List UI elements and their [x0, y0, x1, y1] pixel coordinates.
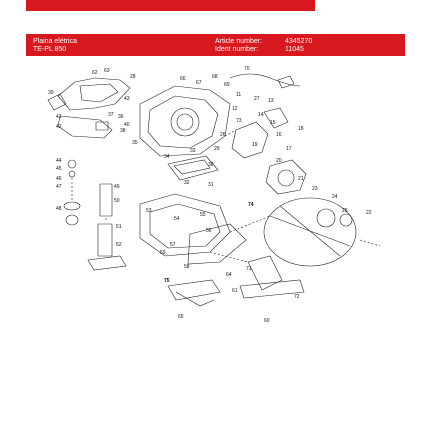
- part-label: 35: [132, 140, 138, 146]
- part-label: 28: [130, 74, 136, 80]
- part-label: 68: [212, 74, 218, 80]
- part-label: 66: [180, 76, 186, 82]
- part-label: 34: [164, 154, 170, 160]
- part-label: 44: [56, 158, 62, 164]
- part-label: 53: [146, 208, 152, 214]
- part-label: 56: [206, 228, 212, 234]
- part-label: 64: [226, 272, 232, 278]
- header-left: Plaina elétrica TE-PL 850: [33, 38, 77, 54]
- part-label: 50: [114, 198, 120, 204]
- part-label: 13: [268, 98, 274, 104]
- part-label: 38: [120, 128, 126, 134]
- part-label: 75: [164, 278, 170, 284]
- part-label: 41: [56, 114, 62, 120]
- part-label: 39: [48, 90, 54, 96]
- part-label: 37: [108, 112, 114, 118]
- part-label: 43: [124, 96, 130, 102]
- part-label: 69: [224, 82, 230, 88]
- part-label: 14: [258, 112, 264, 118]
- part-label: 55: [200, 212, 206, 218]
- part-label: 32: [184, 180, 190, 186]
- part-label: 23: [312, 186, 318, 192]
- header-right: Article number: 4345270 Ident number: 11…: [215, 38, 312, 54]
- part-label: 27: [254, 96, 260, 102]
- product-name: Plaina elétrica: [33, 38, 77, 45]
- part-label: 49: [114, 184, 120, 190]
- part-label: 47: [56, 184, 62, 190]
- part-label: 60: [264, 318, 270, 324]
- part-label: 67: [196, 80, 202, 86]
- part-label: 70: [244, 66, 250, 72]
- part-label: 11: [236, 92, 241, 98]
- part-label: 18: [298, 126, 304, 132]
- part-label: 61: [232, 288, 238, 294]
- part-label: 42: [56, 124, 62, 130]
- part-label: 33: [190, 148, 196, 154]
- article-row: Article number: 4345270: [215, 38, 312, 46]
- part-label: 51: [116, 224, 122, 230]
- part-label: 31: [208, 182, 214, 188]
- ident-value: 11045: [285, 46, 304, 53]
- part-label: 19: [252, 142, 258, 148]
- ident-label: Ident number:: [215, 46, 259, 53]
- part-label: 29: [214, 146, 220, 152]
- exploded-parts-diagram: 62 63 39 28 66 67 68 69 70 11 12 27 73 1…: [47, 66, 381, 324]
- part-label: 36: [118, 114, 124, 120]
- part-label: 52: [116, 242, 122, 248]
- product-model: TE-PL 850: [33, 46, 67, 53]
- top-red-bar: [26, 0, 315, 11]
- part-label: 12: [232, 106, 238, 112]
- part-label: 57: [170, 242, 176, 248]
- part-label: 62: [92, 70, 98, 76]
- part-label: 73: [236, 118, 242, 124]
- part-label: 15: [270, 120, 276, 126]
- part-label: 21: [298, 176, 304, 182]
- part-label: 30: [208, 162, 214, 168]
- ident-row: Ident number: 11045: [215, 46, 312, 54]
- part-label: 26: [220, 132, 226, 138]
- part-label: 65: [178, 314, 184, 320]
- part-label: 72: [294, 294, 300, 300]
- part-label: 45: [56, 166, 62, 172]
- part-label: 46: [56, 176, 62, 182]
- part-label: 58: [184, 264, 190, 270]
- part-label: 20: [276, 158, 282, 164]
- document-header: Plaina elétrica TE-PL 850 Article number…: [26, 34, 405, 56]
- part-label: 40: [124, 122, 130, 128]
- part-label: 74: [248, 202, 254, 208]
- part-label: 17: [286, 146, 292, 152]
- part-label: 63: [104, 68, 110, 74]
- part-label: 24: [332, 194, 338, 200]
- part-label: 71: [246, 266, 252, 272]
- part-label: 25: [342, 208, 348, 214]
- part-label: 48: [56, 206, 62, 212]
- part-label: 54: [174, 216, 180, 222]
- article-value: 4345270: [285, 38, 313, 45]
- part-label: 16: [276, 132, 282, 138]
- part-label: 59: [160, 250, 166, 256]
- part-label: 22: [366, 210, 372, 216]
- article-label: Article number:: [215, 38, 263, 45]
